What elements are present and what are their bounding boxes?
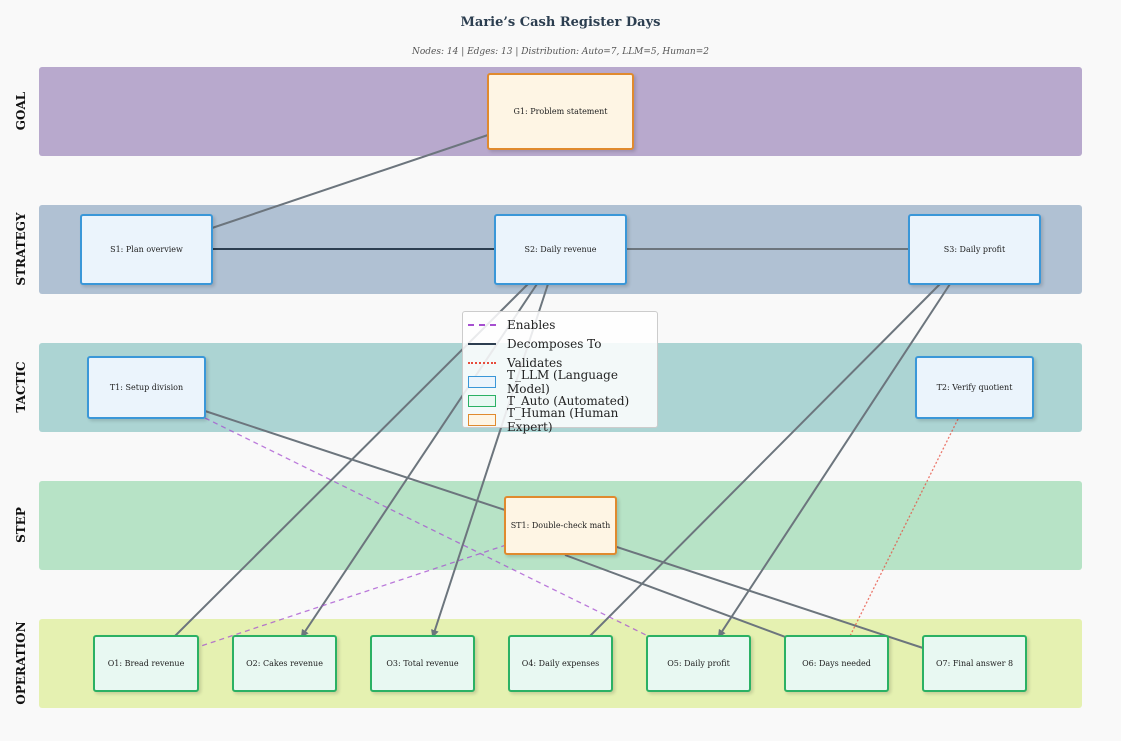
edge-s3-o5 [717, 283, 951, 638]
node-o4[interactable]: O4: Daily expenses [508, 635, 613, 692]
blue-box-icon [467, 375, 497, 388]
legend-item-human: T_Human (Human Expert) [467, 406, 657, 434]
green-box-icon [467, 394, 497, 407]
edge-t1-o5-enables [204, 417, 649, 637]
node-st1[interactable]: ST1: Double-check math [504, 496, 617, 555]
node-o7[interactable]: O7: Final answer 8 [922, 635, 1027, 692]
legend: Enables Decomposes To Validates T_LLM (L… [462, 311, 658, 434]
edge-st1-o6 [564, 554, 816, 649]
dotted-line-icon [467, 357, 497, 369]
node-s1[interactable]: S1: Plan overview [80, 214, 213, 285]
node-t2[interactable]: T2: Verify quotient [915, 356, 1034, 419]
node-o6[interactable]: O6: Days needed [784, 635, 889, 692]
edge-g1-s1 [211, 134, 489, 229]
legend-label-decomposes: Decomposes To [507, 336, 602, 351]
legend-label-human: T_Human (Human Expert) [507, 405, 619, 434]
legend-label-auto: T_Auto (Automated) [507, 393, 630, 408]
legend-item-auto: T_Auto (Automated) [467, 391, 657, 410]
dashed-line-icon [467, 319, 497, 331]
node-o5[interactable]: O5: Daily profit [646, 635, 751, 692]
diagram-subtitle: Nodes: 14 | Edges: 13 | Distribution: Au… [412, 47, 709, 57]
node-o3[interactable]: O3: Total revenue [370, 635, 475, 692]
diagram-title: Marie’s Cash Register Days [460, 15, 661, 30]
node-o2[interactable]: O2: Cakes revenue [232, 635, 337, 692]
edge-st1-o1-enables [197, 544, 507, 648]
legend-item-decomposes: Decomposes To [467, 334, 657, 353]
legend-label-llm: T_LLM (Language Model) [507, 367, 618, 396]
solid-line-icon [467, 338, 497, 350]
legend-label-enables: Enables [507, 317, 556, 332]
node-s3[interactable]: S3: Daily profit [908, 214, 1041, 285]
node-g1[interactable]: G1: Problem statement [487, 73, 634, 150]
node-o1[interactable]: O1: Bread revenue [93, 635, 199, 692]
node-t1[interactable]: T1: Setup division [87, 356, 206, 419]
legend-item-llm: T_LLM (Language Model) [467, 368, 657, 396]
edge-t2-o6-validates [849, 418, 959, 637]
orange-box-icon [467, 413, 497, 426]
edge-s3-o4 [589, 283, 941, 637]
node-s2[interactable]: S2: Daily revenue [494, 214, 627, 285]
legend-item-enables: Enables [467, 315, 657, 334]
legend-item-validates: Validates [467, 353, 657, 372]
legend-label-validates: Validates [507, 355, 563, 370]
